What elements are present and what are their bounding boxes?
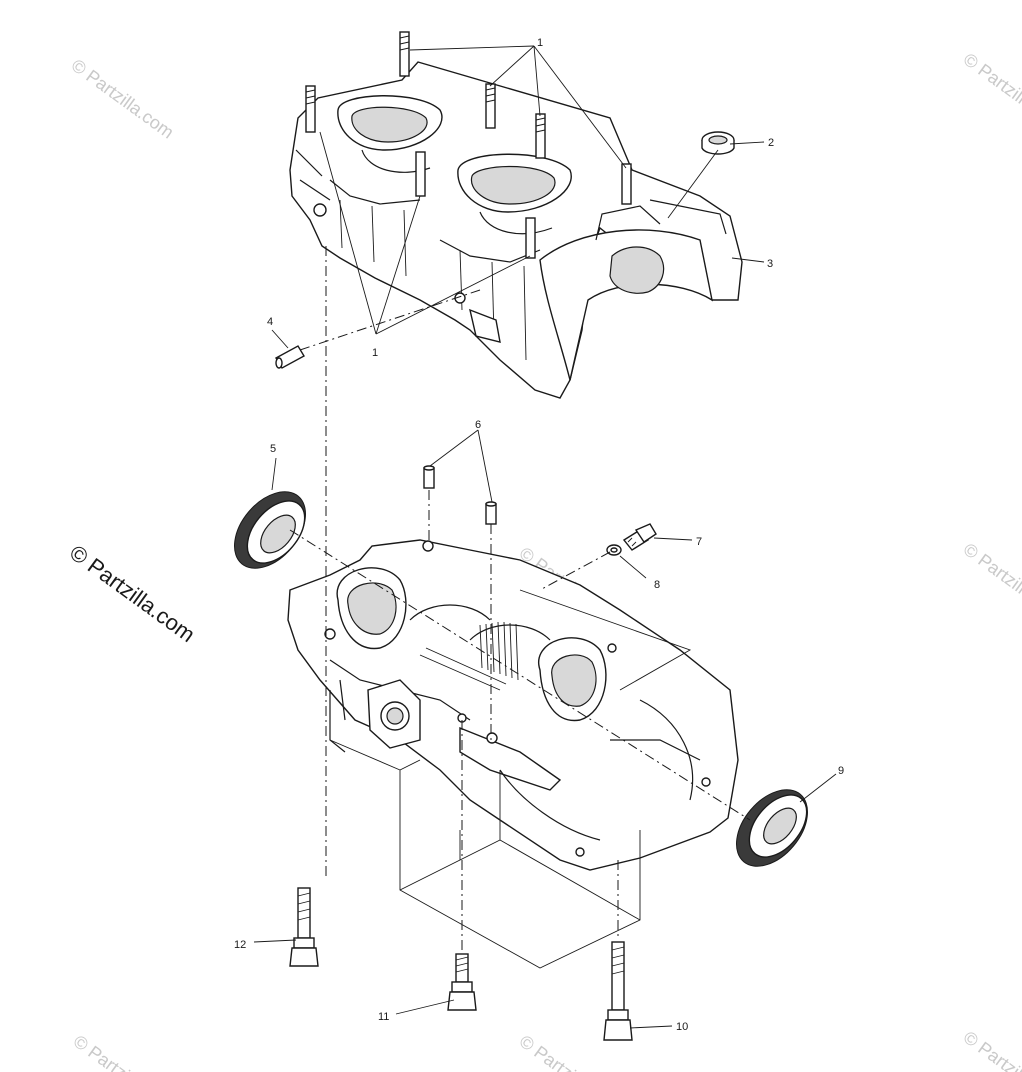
cylinder-studs [305,31,632,259]
upper-crankcase [289,61,743,399]
phantom-outline [329,589,692,969]
watermark-faint-bottom-left: © Partzilla.com [70,1031,180,1072]
leader-lines [253,45,837,1029]
watermark-faint-top-right: © Partzilla.com [960,49,1022,136]
part-4-dowel-pin [275,345,305,369]
stud [415,151,426,197]
part-9-oil-seal [736,789,808,867]
callout-5: 5 [270,443,276,455]
part-12-bolt [289,887,319,967]
watermark-faint-mid-right: © Partzilla.com [960,539,1022,626]
watermark-faint-top-left: © Partzilla.com [68,55,178,142]
callout-7: 7 [696,536,702,548]
callout-9: 9 [838,765,844,777]
part-5-oil-seal [234,491,306,569]
callout-8: 8 [654,579,660,591]
part-11-bolt [447,953,477,1011]
callout-10: 10 [676,1021,688,1033]
part-6-dowel-pins [423,465,497,525]
callout-1-top: 1 [537,37,543,49]
part-8-washer [606,544,622,556]
watermark-faint-bottom-right: © Partzilla.com [960,1027,1022,1072]
assembly-center-lines [289,246,751,950]
part-2-plug [701,131,735,155]
callout-3: 3 [767,258,773,270]
lower-crankcase [287,539,739,871]
callout-2: 2 [768,137,774,149]
stud [535,113,546,159]
stud [525,217,536,259]
stud [485,83,496,129]
callouts: 1 2 3 4 1 5 6 7 8 9 12 11 10 [234,37,844,1033]
callout-12: 12 [234,939,246,951]
part-10-bolt [603,941,633,1041]
callout-6: 6 [475,419,481,431]
callout-11: 11 [378,1011,389,1023]
callout-1-bottom: 1 [372,347,378,359]
stud [399,31,410,77]
callout-4: 4 [267,316,273,328]
part-7-plug-bolt [622,523,657,551]
stud [305,85,316,133]
watermark-main: © Partzilla.com [65,540,200,647]
stud [621,163,632,205]
gear-teeth [419,621,519,691]
